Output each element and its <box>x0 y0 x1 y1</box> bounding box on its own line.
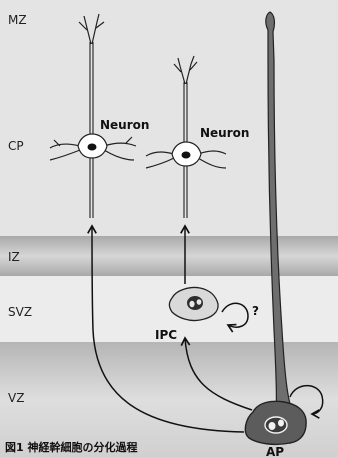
ap-label: AP <box>266 445 284 457</box>
zone-label-svz: SVZ <box>8 305 32 319</box>
neuron-left-label: Neuron <box>100 118 149 132</box>
zone-label-vz: VZ <box>8 391 24 405</box>
mz-cp-layer <box>0 0 338 236</box>
iz-layer <box>0 236 338 276</box>
zone-label-iz: IZ <box>8 250 20 264</box>
ipc-nucleus <box>187 296 203 310</box>
zone-label-cp: CP <box>8 139 24 153</box>
ap-nucleus <box>265 417 287 433</box>
ipc-question-mark: ? <box>252 304 259 318</box>
figure-caption: 図1 神経幹細胞の分化過程 <box>5 440 137 454</box>
ipc-label: IPC <box>155 328 177 342</box>
neuron-right-label: Neuron <box>200 126 249 140</box>
zone-label-mz: MZ <box>8 13 27 27</box>
